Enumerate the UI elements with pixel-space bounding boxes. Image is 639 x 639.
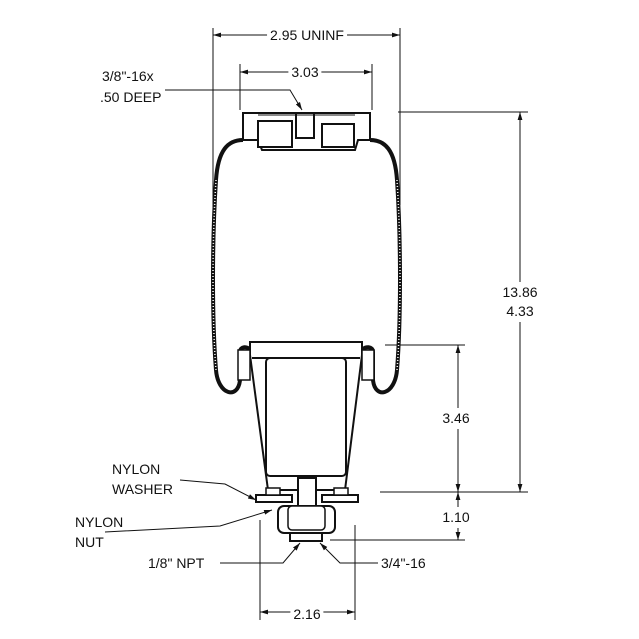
leader-washer bbox=[179, 479, 257, 501]
washer-left bbox=[255, 494, 293, 503]
leader-npt bbox=[220, 542, 301, 564]
dim-stud-label: 1.10 bbox=[439, 507, 473, 528]
dim-base-label: 2.16 bbox=[290, 604, 324, 625]
leader-top-thread bbox=[165, 89, 303, 111]
top-thread-label-2: .50 DEEP bbox=[100, 89, 162, 105]
nut-label-2: NUT bbox=[75, 534, 104, 550]
nut-label-1: NYLON bbox=[75, 514, 124, 530]
threaded-hole bbox=[295, 112, 315, 139]
stud-thread-label: 3/4"-16 bbox=[381, 555, 426, 571]
npt-label: 1/8" NPT bbox=[148, 555, 205, 571]
piston-core bbox=[265, 357, 347, 477]
stud bbox=[297, 477, 317, 507]
washer-label-1: NYLON bbox=[112, 461, 161, 477]
leader-nut bbox=[104, 509, 273, 533]
npt-fitting bbox=[289, 532, 323, 542]
dim-top-plate-label: 3.03 bbox=[288, 62, 322, 83]
dim-piston-label: 3.46 bbox=[439, 408, 473, 429]
dim-height-max-label: 13.86 bbox=[499, 282, 541, 303]
bead-right bbox=[361, 349, 375, 381]
washer-label-2: WASHER bbox=[112, 481, 173, 497]
dim-height-min-label: 4.33 bbox=[503, 301, 537, 322]
leader-stud-thread bbox=[319, 542, 378, 564]
air-spring bbox=[211, 112, 402, 542]
top-thread-label-1: 3/8"-16x bbox=[102, 68, 154, 84]
dim-overall-width-label: 2.95 UNINF bbox=[267, 25, 347, 46]
washer-right bbox=[321, 494, 359, 503]
bead-left bbox=[237, 349, 251, 381]
